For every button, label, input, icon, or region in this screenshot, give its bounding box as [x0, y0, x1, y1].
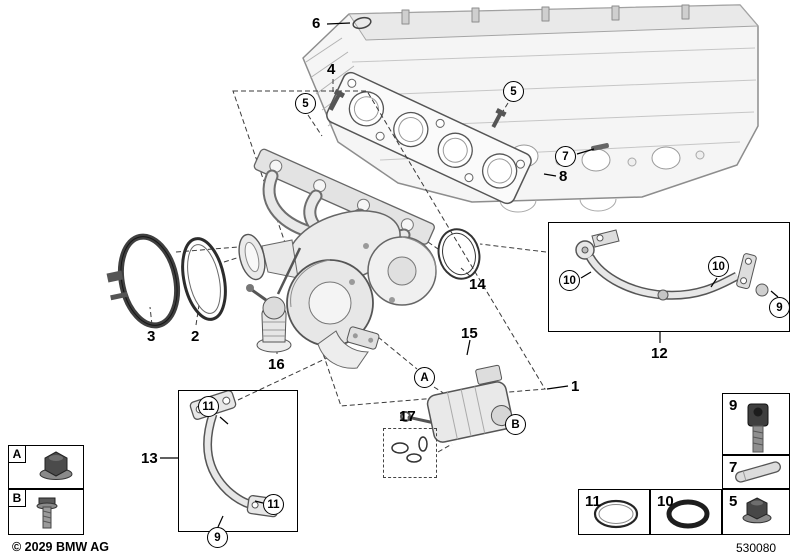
part-box-11[interactable]: 11: [578, 489, 650, 535]
small-fasteners: [329, 89, 609, 151]
callout-7[interactable]: 7: [555, 146, 576, 167]
legend-part-a-nut: [39, 451, 73, 480]
seal-kit-box: [383, 428, 437, 478]
part-box-9[interactable]: 9: [722, 393, 790, 455]
part-box-10[interactable]: 10: [650, 489, 722, 535]
part-10-oring-graphic: [666, 499, 710, 529]
callout-a[interactable]: A: [414, 367, 435, 388]
callout-9-right[interactable]: 9: [769, 297, 790, 318]
part-box-5-label: 5: [729, 493, 738, 510]
part-box-7[interactable]: 7: [722, 455, 790, 489]
callout-b[interactable]: B: [505, 414, 526, 435]
v-band-clamp: [106, 233, 181, 329]
callout-4[interactable]: 4: [327, 61, 336, 78]
legend-a-label: A: [9, 446, 26, 463]
oil-supply-line-box: [548, 222, 790, 332]
legend-b-label: B: [9, 490, 26, 507]
sealing-ring: [181, 237, 227, 321]
part-7-pin-graphic: [735, 461, 781, 483]
exhaust-manifold-gasket: [326, 71, 532, 205]
legend-box-a[interactable]: A: [8, 445, 84, 489]
part-box-10-label: 10: [657, 493, 674, 510]
callout-17[interactable]: 17: [399, 408, 416, 425]
legend-box-b[interactable]: B: [8, 489, 84, 535]
wastegate-actuator: [400, 364, 514, 443]
copyright-text: © 2029 BMW AG: [12, 540, 109, 554]
callout-15[interactable]: 15: [461, 325, 478, 342]
part-5-nut-graphic: [742, 497, 772, 524]
callout-9-bottom[interactable]: 9: [207, 527, 228, 548]
callout-10-right[interactable]: 10: [708, 256, 729, 277]
callout-16[interactable]: 16: [268, 356, 285, 373]
part-11-oring-graphic: [593, 499, 639, 529]
part-box-9-label: 9: [729, 397, 738, 414]
callout-5-right[interactable]: 5: [503, 81, 524, 102]
callout-11-bottom[interactable]: 11: [263, 494, 284, 515]
diagram-number: 530080: [736, 541, 777, 555]
callout-1[interactable]: 1: [571, 378, 580, 395]
part-box-11-label: 11: [585, 493, 601, 510]
callout-6[interactable]: 6: [312, 15, 321, 32]
profile-gasket: [352, 16, 372, 30]
callout-11-top[interactable]: 11: [198, 396, 219, 417]
callout-12[interactable]: 12: [651, 345, 668, 362]
blow-off-valve: [246, 284, 292, 353]
oil-return-pipe-box: [178, 390, 298, 532]
callout-10-left[interactable]: 10: [559, 270, 580, 291]
leader-lines: [160, 22, 779, 528]
callout-8[interactable]: 8: [559, 168, 568, 185]
callout-13[interactable]: 13: [141, 450, 158, 467]
oil-supply-line: [575, 229, 769, 301]
turbocharger-assembly: [238, 148, 437, 369]
part-box-5[interactable]: 5: [722, 489, 790, 535]
o-ring-seal: [437, 228, 481, 280]
seal-kit-rings: [391, 436, 428, 463]
callout-14[interactable]: 14: [469, 276, 486, 293]
callout-3[interactable]: 3: [147, 328, 156, 345]
legend-part-b-screw: [36, 497, 58, 529]
part-9-bolt-graphic: [747, 403, 769, 453]
callout-2[interactable]: 2: [191, 328, 200, 345]
callout-5-left[interactable]: 5: [295, 93, 316, 114]
part-box-7-label: 7: [729, 459, 738, 476]
